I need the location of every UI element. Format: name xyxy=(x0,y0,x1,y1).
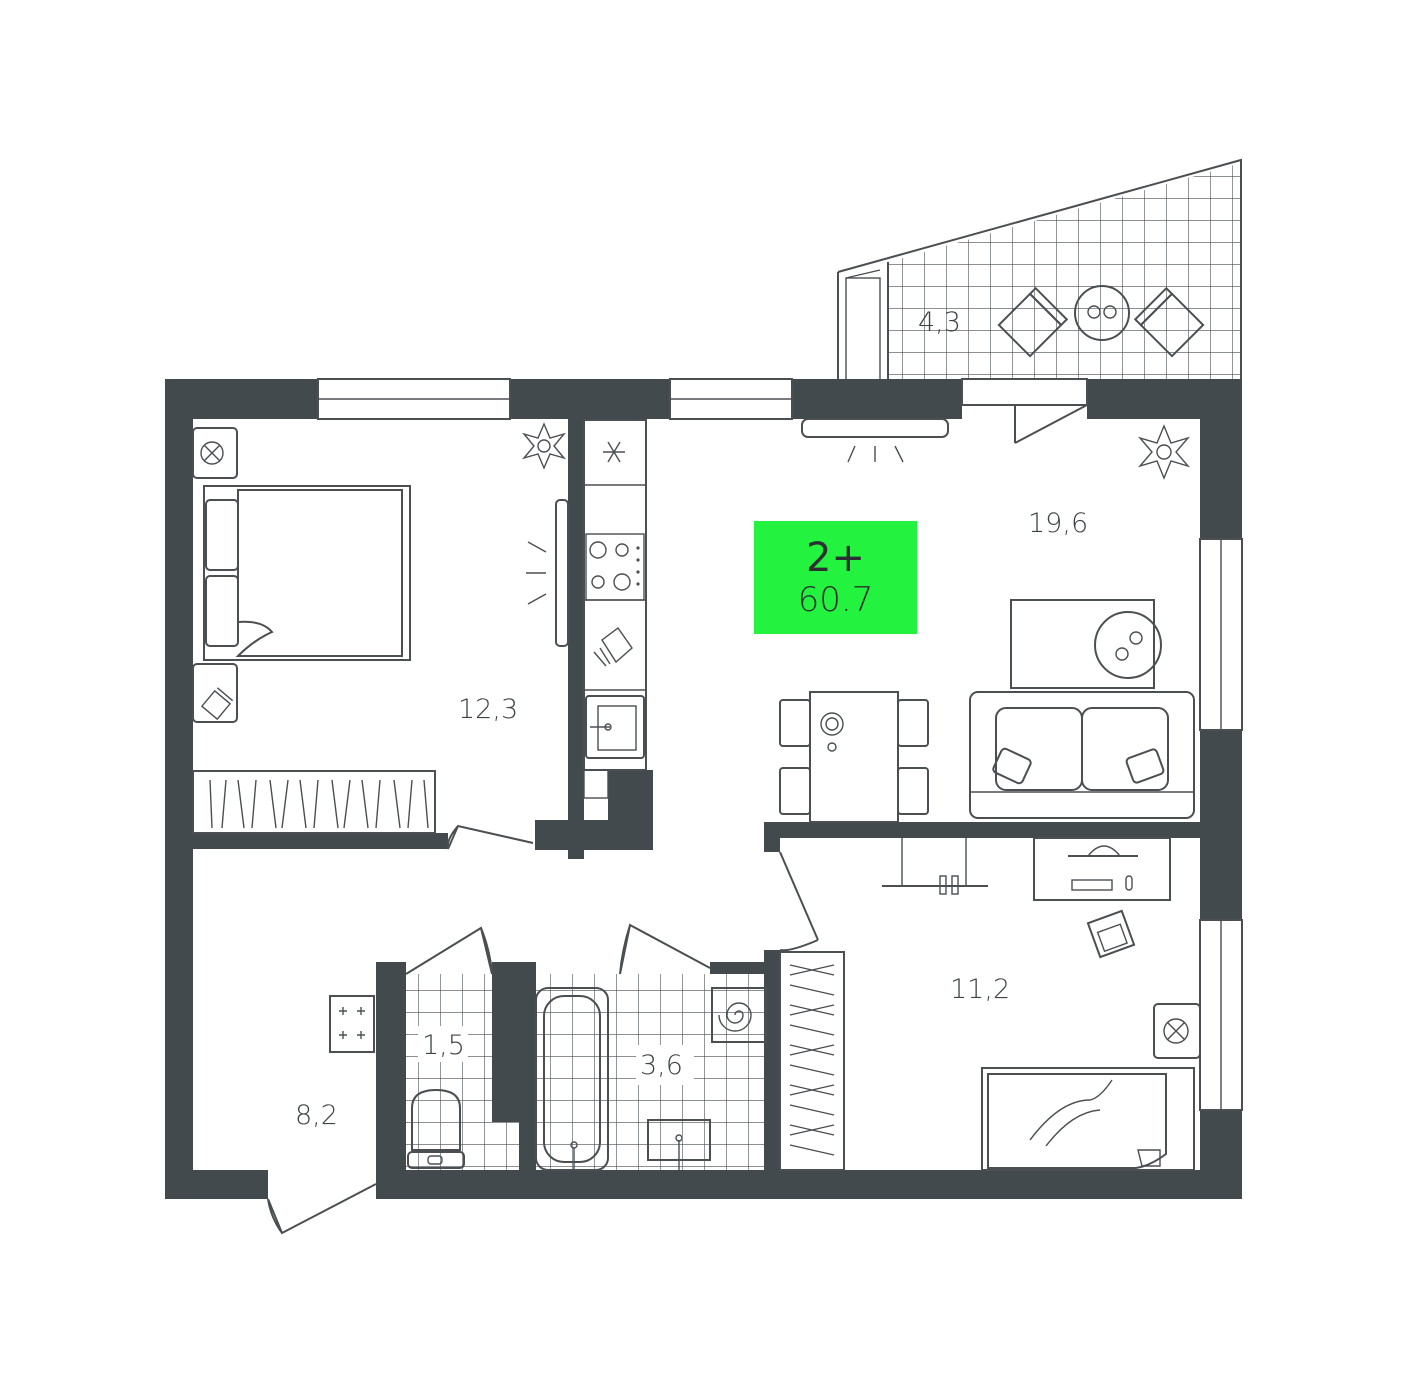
plant-icon xyxy=(1137,424,1191,480)
bathroom xyxy=(535,974,767,1171)
chair-icon xyxy=(997,286,1069,358)
chair-icon xyxy=(1133,286,1205,358)
room-area-balcony: 4,3 xyxy=(918,307,961,338)
dining-table-icon xyxy=(779,691,929,823)
chair-icon xyxy=(1086,909,1136,959)
balcony xyxy=(837,158,1242,405)
room-area-bedroom: 12,3 xyxy=(458,694,518,725)
chair-icon xyxy=(192,663,238,723)
sofa-icon xyxy=(969,691,1195,819)
cutting-board-icon xyxy=(593,627,633,667)
doors xyxy=(267,404,1088,1235)
bed-icon xyxy=(203,485,411,661)
stove-icon xyxy=(585,533,645,601)
apartment-badge: 2+ 60.7 xyxy=(754,521,917,634)
desk-icon xyxy=(1033,837,1171,901)
sink-icon xyxy=(585,695,645,759)
apartment-area: 60.7 xyxy=(797,579,874,620)
clothes-rack-icon xyxy=(882,838,988,895)
room-area-living: 19,6 xyxy=(1028,508,1088,539)
windows xyxy=(317,378,1243,1111)
wardrobe-icon xyxy=(192,770,436,834)
tv-icon xyxy=(526,499,569,647)
room-area-bathroom: 3,6 xyxy=(640,1050,683,1081)
bathtub-icon xyxy=(535,987,609,1171)
apartment-rooms: 2+ xyxy=(806,534,865,581)
air-conditioner-icon xyxy=(801,418,949,463)
walls xyxy=(165,379,1242,1199)
bedroom xyxy=(192,422,569,834)
fan-icon xyxy=(1153,1003,1201,1059)
room-area-hallway: 8,2 xyxy=(295,1100,338,1131)
fan-icon xyxy=(192,427,238,479)
bedroom-second xyxy=(779,837,1201,1171)
plant-icon xyxy=(522,422,566,470)
toilet-room xyxy=(406,974,519,1170)
washer-icon xyxy=(711,987,767,1043)
table-icon xyxy=(1074,285,1130,341)
bed-icon xyxy=(981,1067,1195,1171)
electric-panel-icon xyxy=(329,995,375,1053)
table-icon xyxy=(1010,599,1162,689)
toilet-icon xyxy=(407,1088,465,1169)
hallway xyxy=(329,995,375,1053)
snowflake-icon xyxy=(603,441,625,463)
kitchen xyxy=(583,419,647,799)
sink-icon xyxy=(647,1119,711,1170)
living-room xyxy=(779,418,1195,823)
wardrobe-icon xyxy=(779,951,845,1171)
room-area-toilet: 1,5 xyxy=(422,1030,465,1061)
room-area-bedroom-second: 11,2 xyxy=(950,974,1010,1005)
